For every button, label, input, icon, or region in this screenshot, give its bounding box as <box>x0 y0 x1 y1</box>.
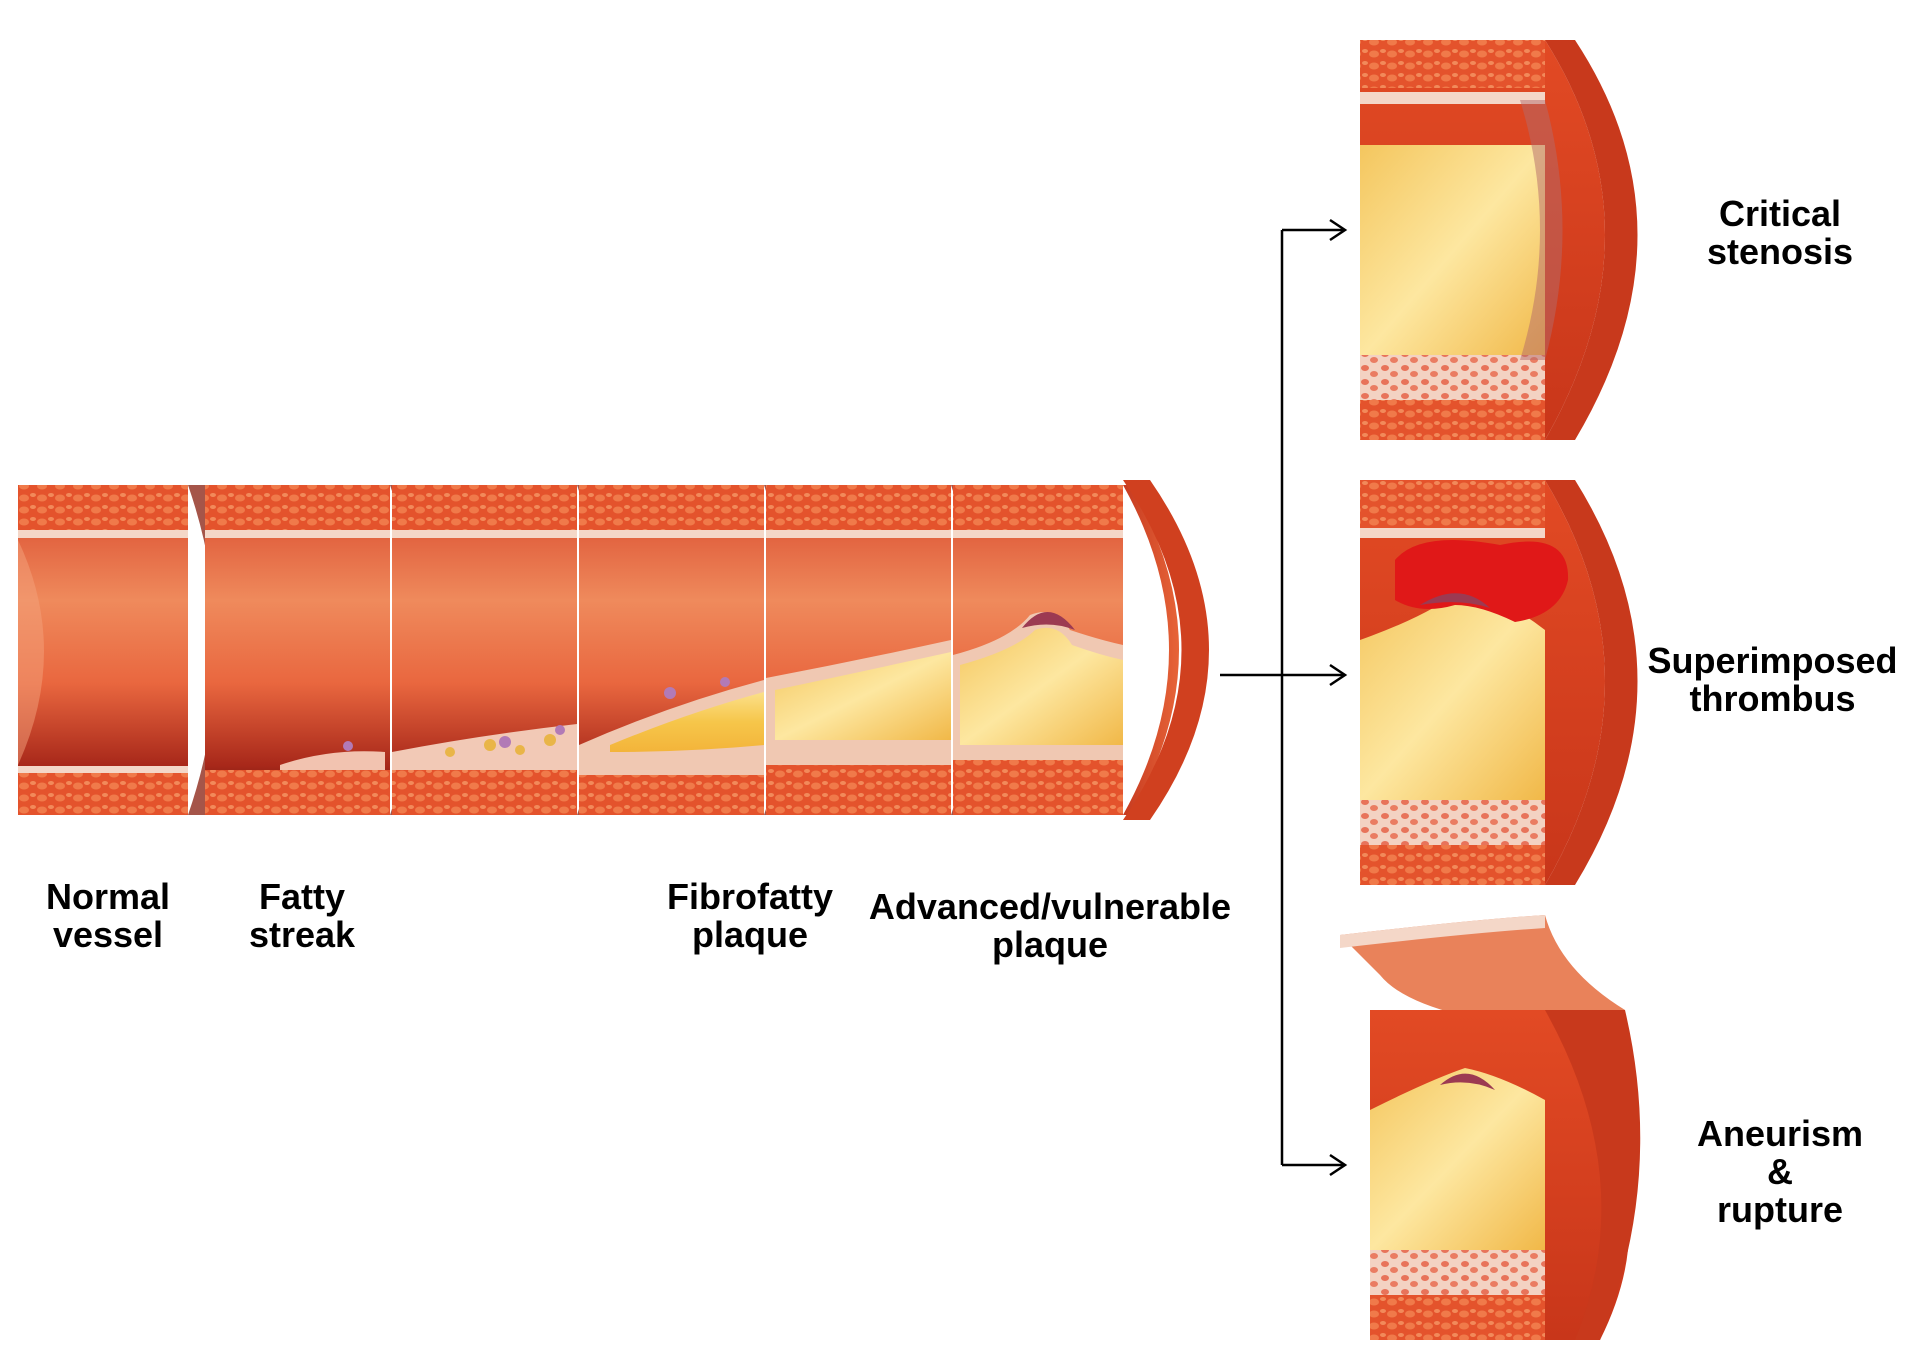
segment-intermediate <box>392 485 623 815</box>
segment-advanced-plaque <box>953 480 1209 820</box>
vessel-segments <box>18 480 1209 820</box>
outcome-superimposed-thrombus <box>1360 480 1638 885</box>
branch-connector <box>1220 218 1348 1177</box>
outcome-aneurism-rupture <box>1340 915 1641 1340</box>
segment-fibrofatty-plaque <box>766 485 997 815</box>
segment-early-plaque <box>579 485 810 815</box>
label-aneurism-rupture: Aneurism&rupture <box>1696 1113 1864 1230</box>
segment-fatty-streak <box>205 485 436 815</box>
outcome-critical-stenosis <box>1360 40 1638 440</box>
segment-normal-vessel <box>18 485 234 815</box>
